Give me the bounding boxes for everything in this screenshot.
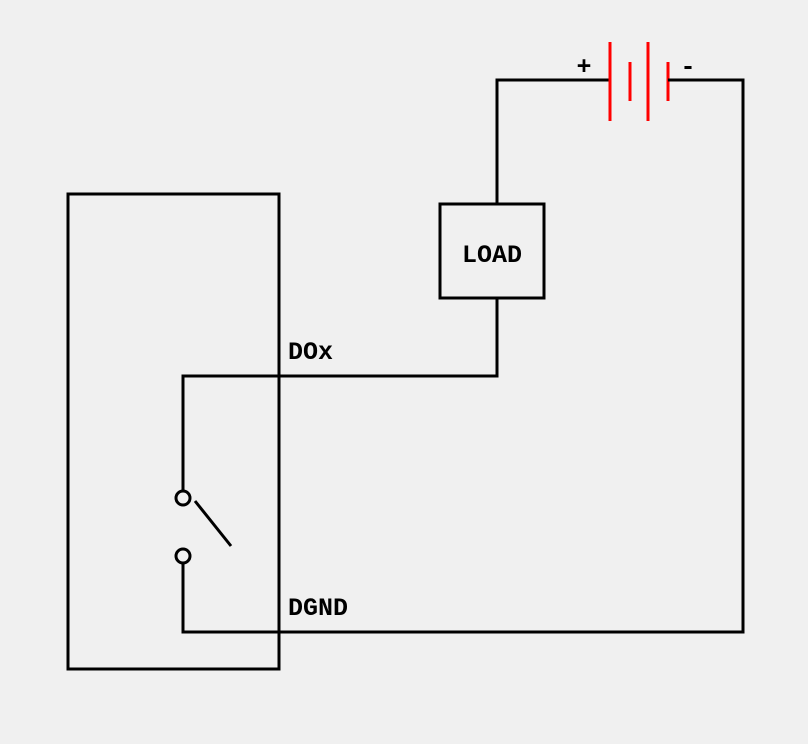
battery-minus-label: - bbox=[680, 53, 695, 82]
switch-contact-top bbox=[174, 489, 192, 507]
switch-lever bbox=[193, 500, 233, 547]
module-box bbox=[66, 192, 281, 671]
dox-wire bbox=[181, 298, 499, 490]
switch-contact-bottom bbox=[174, 547, 192, 565]
load-label: LOAD bbox=[462, 241, 522, 270]
dox-label: DOx bbox=[288, 338, 333, 367]
load-to-battery-wire bbox=[495, 78, 610, 204]
dgnd-label: DGND bbox=[288, 594, 348, 623]
battery-to-ground-wire bbox=[181, 78, 745, 634]
battery-plus-label: + bbox=[576, 53, 591, 82]
load-box bbox=[438, 202, 546, 300]
